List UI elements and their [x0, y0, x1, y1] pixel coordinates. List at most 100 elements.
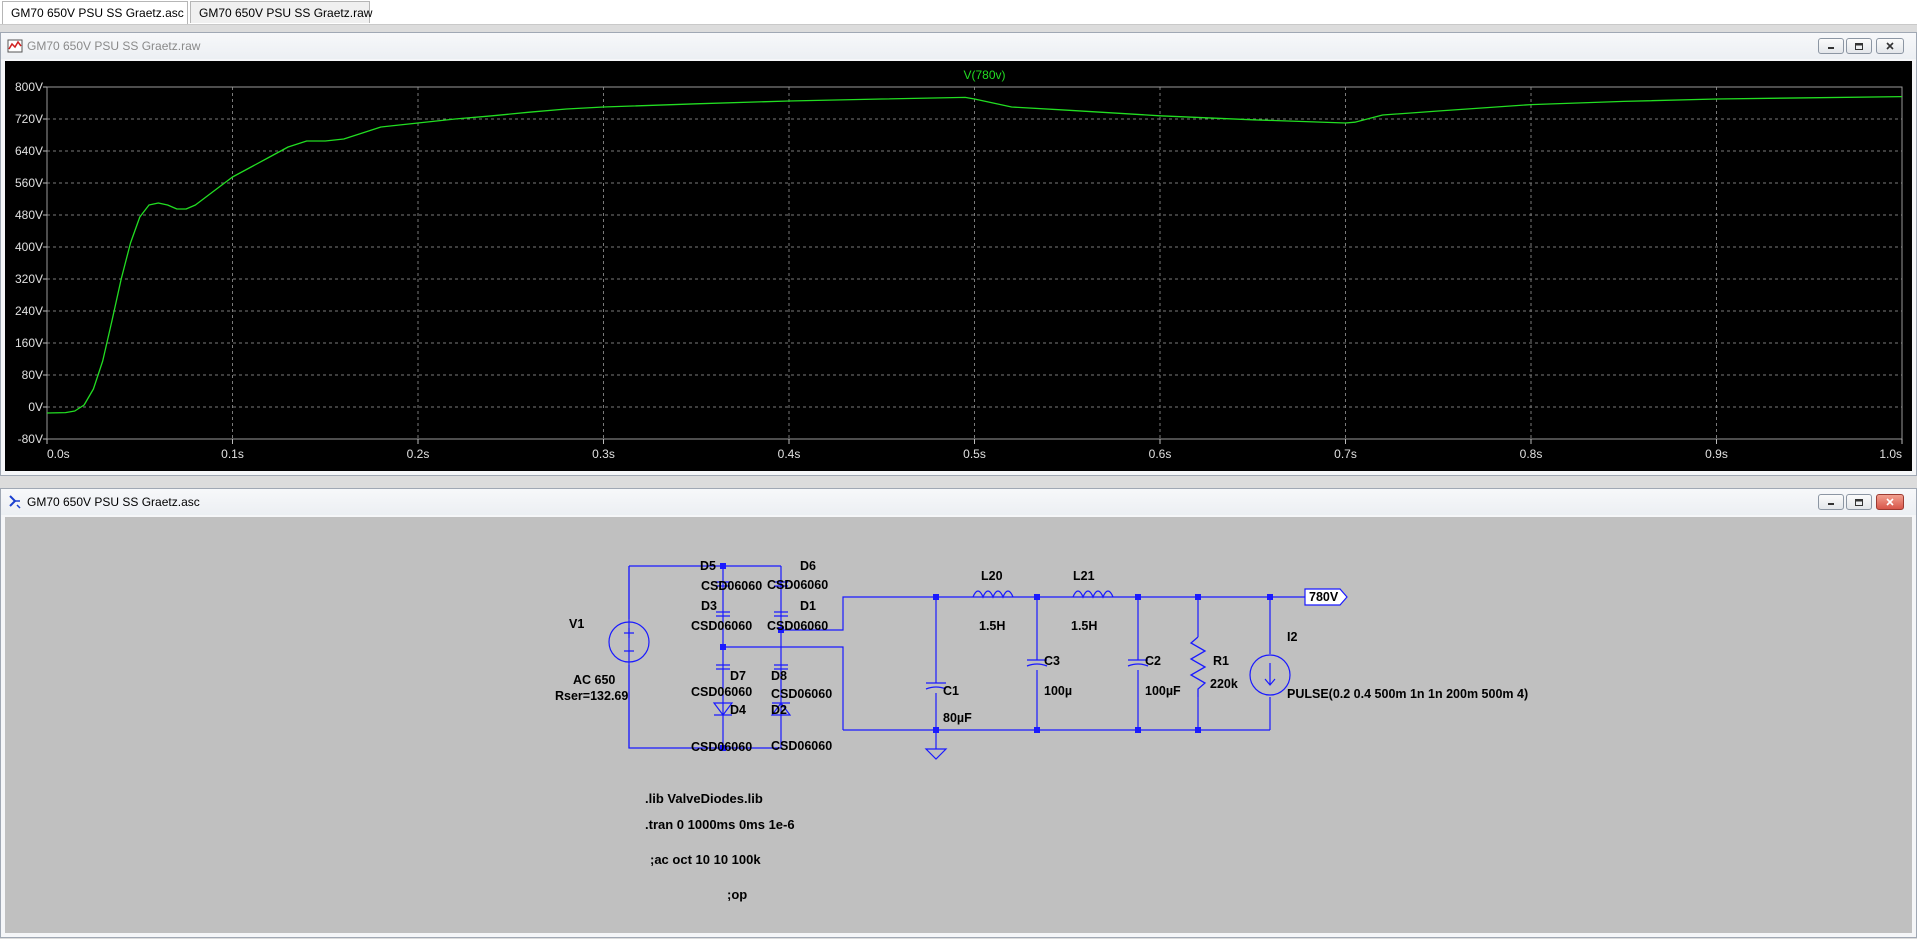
spice-directive[interactable]: .tran 0 1000ms 0ms 1e-6: [645, 817, 795, 832]
y-tick-label: -80V: [18, 432, 43, 446]
spice-directive[interactable]: ;op: [727, 887, 747, 902]
tab-schematic[interactable]: GM70 650V PSU SS Graetz.asc: [2, 1, 188, 24]
y-tick-label: 320V: [15, 272, 43, 286]
schematic-canvas[interactable]: V1 AC 650 Rser=132.69 D5 CSD06060 D6 CSD…: [5, 517, 1912, 933]
d2-ref: D2: [771, 703, 787, 717]
x-tick-label: 0.6s: [1149, 447, 1172, 461]
net-label-text: 780V: [1309, 590, 1339, 604]
schematic-junctions: [720, 563, 1273, 751]
r1-value: 220k: [1210, 677, 1238, 691]
close-button[interactable]: [1876, 494, 1904, 510]
schematic-wires: [628, 565, 1305, 760]
v1-value: AC 650: [573, 673, 615, 687]
y-tick-label: 480V: [15, 208, 43, 222]
spice-directive[interactable]: ;ac oct 10 10 100k: [650, 852, 761, 867]
d6-part: CSD06060: [767, 578, 828, 592]
close-icon: [1886, 498, 1894, 506]
waveform-icon: [7, 39, 23, 53]
voltage-source-v1[interactable]: [608, 621, 650, 663]
y-tick-label: 160V: [15, 336, 43, 350]
minimize-button[interactable]: [1818, 38, 1844, 54]
waveform-window: GM70 650V PSU SS Graetz.raw 0.0s 0.1s 0.2s…: [0, 32, 1917, 476]
y-tick-label: 240V: [15, 304, 43, 318]
close-icon: [1886, 42, 1894, 50]
y-tick-label: 0V: [28, 400, 43, 414]
i2-value: PULSE(0.2 0.4 500m 1n 1n 200m 500m 4): [1287, 687, 1528, 701]
schematic-window-title: GM70 650V PSU SS Graetz.asc: [27, 495, 200, 509]
document-tab-bar: GM70 650V PSU SS Graetz.asc GM70 650V PS…: [0, 0, 1917, 25]
x-tick-label: 0.5s: [963, 447, 986, 461]
c3-ref: C3: [1044, 654, 1060, 668]
minimize-button[interactable]: [1818, 494, 1844, 510]
spice-directive[interactable]: .lib ValveDiodes.lib: [645, 791, 763, 806]
c2-ref: C2: [1145, 654, 1161, 668]
tab-label: GM70 650V PSU SS Graetz.asc: [11, 6, 184, 20]
r1-ref: R1: [1213, 654, 1229, 668]
minimize-icon: [1828, 503, 1834, 505]
i2-ref: I2: [1287, 630, 1297, 644]
inductor-symbols: [972, 590, 1114, 599]
l20-value: 1.5H: [979, 619, 1005, 633]
capacitor-symbols: [925, 659, 1149, 690]
minimize-icon: [1828, 47, 1834, 49]
series-line: [46, 95, 1903, 414]
y-tick-label: 400V: [15, 240, 43, 254]
d8-ref: D8: [771, 669, 787, 683]
waveform-chart: 0.0s 0.1s 0.2s 0.3s 0.4s 0.5s 0.6s 0.7s 0.8s 0.9s…: [15, 68, 1903, 461]
d1-part: CSD06060: [767, 619, 828, 633]
restore-button[interactable]: [1846, 38, 1872, 54]
d4-ref: D4: [730, 703, 746, 717]
x-tick-label: 0.1s: [221, 447, 244, 461]
x-tick-label: 0.2s: [407, 447, 430, 461]
x-tick-label: 0.8s: [1520, 447, 1543, 461]
resistor-r1[interactable]: [1189, 636, 1207, 697]
waveform-plot-area[interactable]: 0.0s 0.1s 0.2s 0.3s 0.4s 0.5s 0.6s 0.7s 0.8s 0.9s…: [5, 61, 1912, 471]
d3-ref: D3: [701, 599, 717, 613]
restore-button[interactable]: [1846, 494, 1872, 510]
d6-ref: D6: [800, 559, 816, 573]
d7-ref: D7: [730, 669, 746, 683]
schematic-window: GM70 650V PSU SS Graetz.asc: [0, 488, 1917, 938]
x-tick-label: 1.0s: [1879, 447, 1902, 461]
c1-ref: C1: [943, 684, 959, 698]
v1-param: Rser=132.69: [555, 689, 628, 703]
y-tick-label: 80V: [22, 368, 43, 382]
waveform-window-titlebar[interactable]: GM70 650V PSU SS Graetz.raw: [1, 33, 1916, 59]
tab-label: GM70 650V PSU SS Graetz.raw: [199, 5, 373, 20]
waveform-window-title: GM70 650V PSU SS Graetz.raw: [27, 39, 201, 53]
x-tick-label: 0.9s: [1705, 447, 1728, 461]
c3-value: 100µ: [1044, 684, 1072, 698]
x-tick-label: 0.3s: [592, 447, 615, 461]
schematic-window-titlebar[interactable]: GM70 650V PSU SS Graetz.asc: [1, 489, 1916, 515]
d2-part: CSD06060: [771, 739, 832, 753]
tab-waveform[interactable]: GM70 650V PSU SS Graetz.raw: [190, 1, 373, 23]
c2-value: 100µF: [1145, 684, 1181, 698]
d3-part: CSD06060: [691, 619, 752, 633]
close-button[interactable]: [1876, 38, 1904, 54]
y-tick-label: 560V: [15, 176, 43, 190]
schematic-icon: [9, 495, 21, 509]
c1-value: 80µF: [943, 711, 972, 725]
x-tick-label: 0.0s: [47, 447, 70, 461]
v1-ref: V1: [569, 617, 584, 631]
x-tick-label: 0.4s: [778, 447, 801, 461]
schematic-drawing: V1 AC 650 Rser=132.69 D5 CSD06060 D6 CSD…: [555, 559, 1528, 902]
legend-label: V(780v): [963, 68, 1005, 82]
restore-icon: [1855, 499, 1863, 506]
d4-part: CSD06060: [691, 740, 752, 754]
l21-value: 1.5H: [1071, 619, 1097, 633]
d8-part: CSD06060: [771, 687, 832, 701]
l20-ref: L20: [981, 569, 1003, 583]
y-tick-label: 720V: [15, 112, 43, 126]
net-label-780v[interactable]: [1304, 588, 1348, 606]
y-tick-label: 640V: [15, 144, 43, 158]
x-tick-label: 0.7s: [1334, 447, 1357, 461]
d5-ref: D5: [700, 559, 716, 573]
y-tick-label: 800V: [15, 80, 43, 94]
d1-ref: D1: [800, 599, 816, 613]
d5-part: CSD06060: [701, 579, 762, 593]
current-source-i2[interactable]: [1249, 654, 1291, 696]
diode-symbols: [712, 581, 792, 716]
mdi-workspace: GM70 650V PSU SS Graetz.raw 0.0s 0.1s 0.2s…: [0, 25, 1917, 939]
l21-ref: L21: [1073, 569, 1095, 583]
